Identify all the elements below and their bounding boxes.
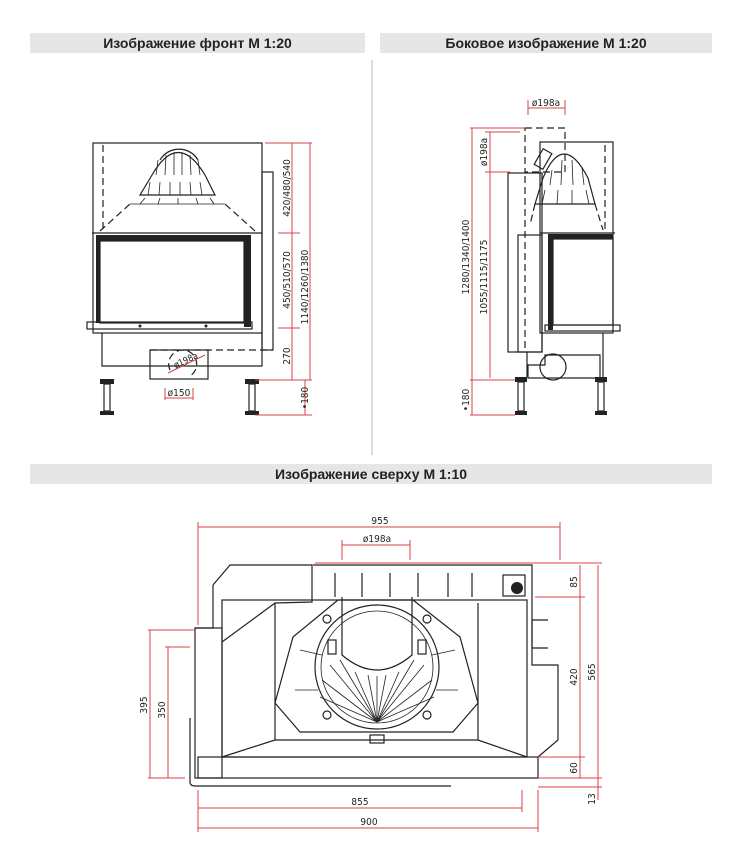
side-view-drawing (507, 127, 621, 415)
top-view-drawing (189, 564, 559, 787)
dim-top-width-total: 955 (371, 516, 388, 527)
top-view-header: Изображение сверху М 1:10 (30, 464, 712, 484)
dim-top-565: 565 (587, 663, 598, 680)
dim-side-total: 1280/1340/1400 (461, 219, 472, 294)
dim-front-middle: 450/510/570 (282, 251, 293, 309)
dim-top-13: 13 (587, 793, 598, 804)
dim-side-legs: •180 (461, 388, 472, 411)
dim-top-60: 60 (569, 762, 580, 774)
dim-top-420: 420 (569, 668, 580, 685)
dim-front-flue: ø198a (173, 351, 200, 371)
dim-front-outlet: ø150 (168, 388, 191, 399)
dim-front-legs: •180 (300, 386, 311, 409)
dim-front-lower: 270 (282, 347, 293, 364)
front-view-header: Изображение фронт М 1:20 (30, 33, 365, 53)
side-view-dimensions: ø198a ø198a 1280/1340/1400 1055/1115/117… (461, 98, 566, 416)
dim-side-flue-top: ø198a (532, 98, 560, 109)
front-view-drawing (86, 142, 274, 415)
grate-rays (295, 649, 458, 723)
dim-top-350: 350 (157, 701, 168, 718)
dim-side-flue-vertical: ø198a (479, 138, 490, 166)
top-view-dimensions: 955 ø198a 85 420 565 60 13 395 350 855 9… (139, 516, 602, 832)
dim-top-flue: ø198a (363, 534, 391, 545)
dim-side-body: 1055/1115/1175 (479, 240, 490, 315)
dim-top-395: 395 (139, 696, 150, 713)
dim-front-total: 1140/1260/1380 (300, 249, 311, 324)
dim-front-upper: 420/480/540 (282, 159, 293, 217)
dim-top-855: 855 (351, 797, 368, 808)
dim-top-900: 900 (360, 817, 377, 828)
front-view-dimensions: 420/480/540 450/510/570 270 1140/1260/13… (164, 142, 312, 416)
side-view-header: Боковое изображение М 1:20 (380, 33, 712, 53)
dim-top-85: 85 (569, 576, 580, 587)
